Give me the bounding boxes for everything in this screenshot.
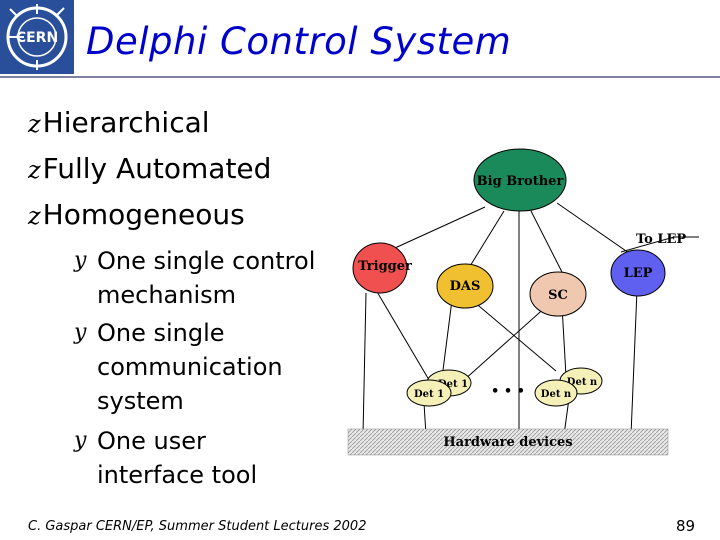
det-1-front-label: Det 1 bbox=[414, 389, 444, 400]
bullet-text: Hierarchical bbox=[42, 106, 210, 139]
sub-bullet-marker: y bbox=[74, 320, 87, 345]
bullet-marker: z bbox=[28, 110, 41, 138]
lep-node bbox=[610, 249, 666, 297]
sub-bullet-line: communication bbox=[97, 353, 283, 381]
big-brother-node bbox=[473, 148, 567, 212]
det-n-front-node bbox=[534, 379, 578, 407]
sub-bullet-line: One single bbox=[97, 319, 225, 347]
das-node bbox=[436, 263, 494, 309]
sub-bullet-user-interface: y One user interface tool bbox=[74, 424, 354, 492]
page-number: 89 bbox=[676, 517, 696, 535]
bullet-marker: z bbox=[28, 156, 41, 184]
det-n-back-label: Det n bbox=[567, 377, 598, 388]
det-1-front-node bbox=[406, 379, 452, 407]
hardware-devices-label: Hardware devices bbox=[443, 435, 572, 450]
sub-bullet-control-mechanism: y One single control mechanism bbox=[74, 244, 354, 312]
sub-bullet-line: system bbox=[97, 387, 184, 415]
hardware-devices-bar bbox=[347, 428, 669, 456]
trigger-node bbox=[352, 242, 408, 294]
det-n-front-label: Det n bbox=[541, 389, 572, 400]
sub-bullet-line: One user bbox=[97, 427, 206, 455]
bullet-text: Fully Automated bbox=[42, 152, 272, 185]
das-label: DAS bbox=[450, 279, 481, 294]
detector-ellipsis: • • • bbox=[491, 384, 525, 399]
sc-label: SC bbox=[548, 288, 568, 303]
lep-label: LEP bbox=[624, 266, 653, 281]
bullet-marker: z bbox=[28, 202, 41, 230]
hierarchy-diagram: Hardware devices Big Brother To LEP Trig… bbox=[347, 148, 699, 456]
bullet-fully-automated: zFully Automated bbox=[28, 152, 271, 185]
to-lep-label: To LEP bbox=[636, 232, 686, 247]
bullet-text: Homogeneous bbox=[42, 198, 245, 231]
big-brother-label: Big Brother bbox=[477, 174, 564, 189]
sc-node bbox=[529, 271, 587, 317]
title-divider bbox=[0, 76, 720, 78]
sub-bullet-line: interface tool bbox=[97, 461, 258, 489]
sub-bullet-marker: y bbox=[74, 428, 87, 453]
cern-logo: CERN bbox=[0, 0, 74, 74]
sub-bullet-line: mechanism bbox=[97, 281, 237, 309]
sub-bullet-marker: y bbox=[74, 248, 87, 273]
trigger-label: Trigger bbox=[358, 259, 412, 274]
footer-credit: C. Gaspar CERN/EP, Summer Student Lectur… bbox=[28, 519, 367, 534]
det-1-back-label: Det 1 bbox=[438, 379, 468, 390]
bullet-homogeneous: zHomogeneous bbox=[28, 198, 245, 231]
sub-bullet-communication-system: y One single communication system bbox=[74, 316, 354, 418]
slide-title: Delphi Control System bbox=[86, 20, 512, 63]
cern-logo-text: CERN bbox=[16, 30, 58, 46]
sub-bullet-line: One single control bbox=[97, 247, 316, 275]
bullet-hierarchical: zHierarchical bbox=[28, 106, 210, 139]
